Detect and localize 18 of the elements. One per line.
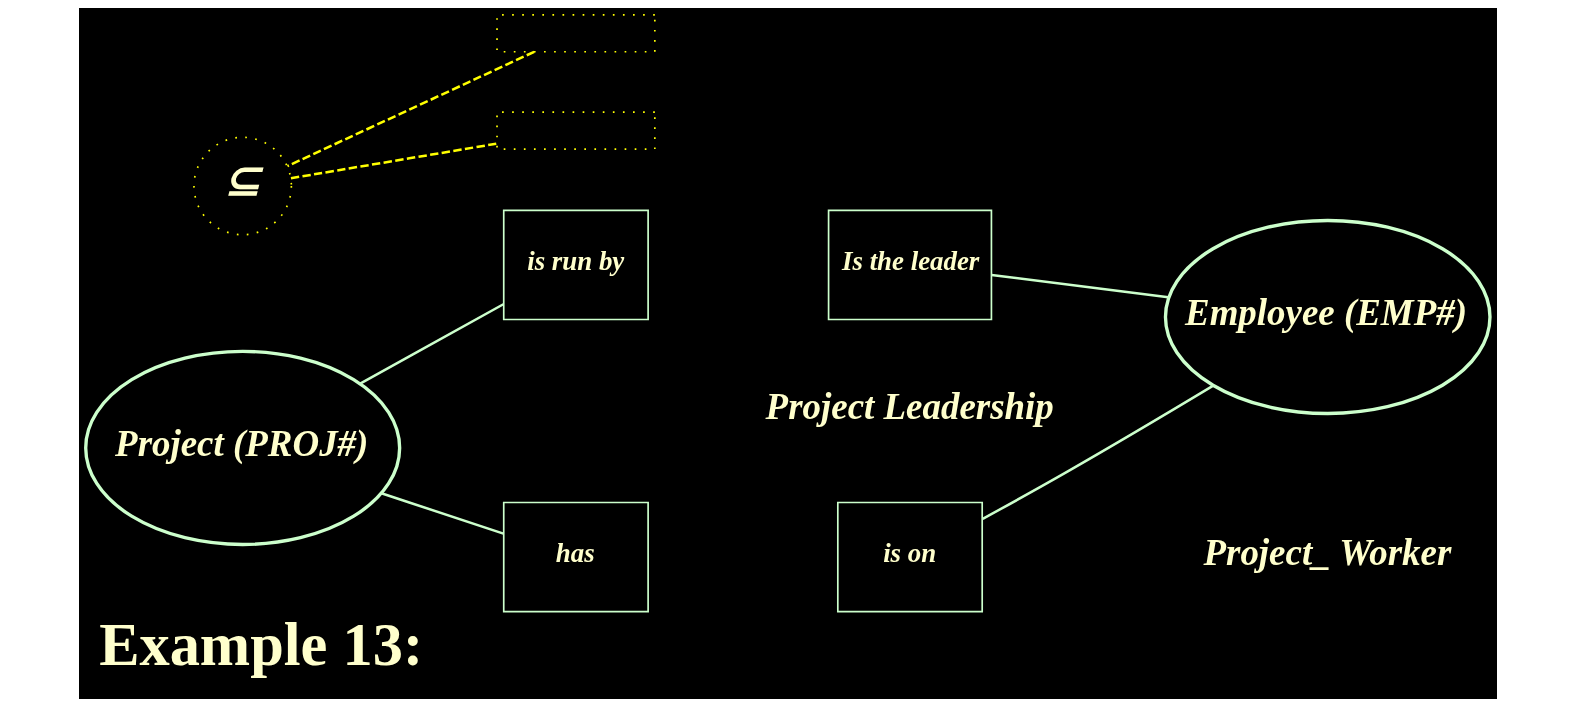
node-box: has — [502, 501, 649, 613]
node-box: is run by — [502, 209, 649, 321]
connector — [982, 384, 1214, 520]
label: Project_ Worker — [1203, 531, 1452, 573]
connector — [290, 142, 497, 180]
label: Project Leadership — [765, 385, 1054, 427]
connector — [991, 273, 1169, 299]
connector — [359, 303, 504, 385]
node-ellipse: Project (PROJ#) — [84, 349, 402, 547]
connector — [286, 50, 535, 168]
node-ellipse: Employee (EMP#) — [1163, 218, 1492, 416]
node-box — [496, 111, 656, 150]
node-box: is on — [837, 501, 984, 613]
connector — [381, 492, 504, 535]
node-box — [496, 13, 656, 53]
diagram-title: Example 13: — [99, 611, 424, 678]
node-circle: ⊆ — [193, 136, 293, 236]
node-box: Is the leader — [827, 209, 993, 321]
